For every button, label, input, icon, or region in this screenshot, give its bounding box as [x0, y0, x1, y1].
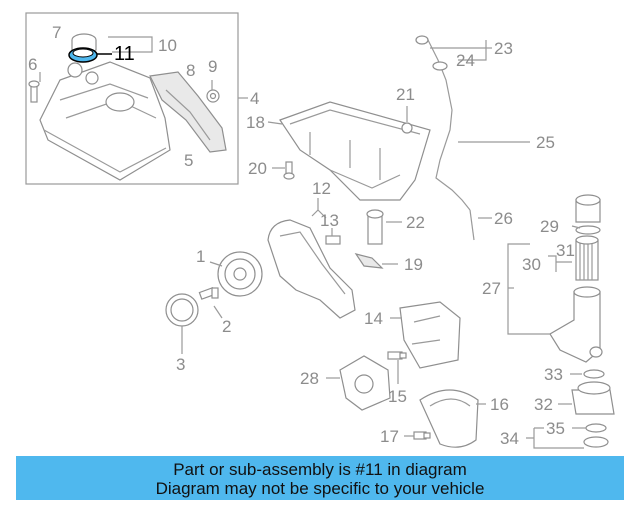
- seal-35: [585, 423, 607, 433]
- callout-22: 22: [406, 213, 425, 232]
- oil-filter-housing: [549, 286, 603, 363]
- banner-part-number-text: Part or sub-assembly is #11 in diagram: [173, 460, 467, 479]
- callout-20: 20: [248, 159, 267, 178]
- callout-34: 34: [500, 429, 519, 448]
- callout-14: 14: [364, 309, 383, 328]
- timing-belt-cover: [267, 219, 356, 319]
- cover-cap: [165, 293, 199, 327]
- filter-cap-29: [575, 194, 601, 235]
- callout-12: 12: [312, 179, 331, 198]
- crankshaft-pulley: [217, 251, 263, 297]
- callout-9: 9: [208, 57, 217, 76]
- cover-plate-28: [339, 355, 391, 411]
- callout-1: 1: [196, 247, 205, 266]
- callout-6: 6: [28, 55, 37, 74]
- pulley-bolt: [198, 287, 219, 300]
- callout-16: 16: [490, 395, 509, 414]
- grommet-9: [206, 89, 220, 103]
- bolt-17: [413, 431, 431, 440]
- banner-disclaimer-text: Diagram may not be specific to your vehi…: [155, 479, 485, 498]
- callout-35: 35: [546, 419, 565, 438]
- seal-19: [354, 253, 384, 269]
- callout-13: 13: [320, 211, 339, 230]
- callout-18: 18: [246, 113, 265, 132]
- filler-cap-seal-highlighted: [68, 47, 98, 63]
- callout-33: 33: [544, 365, 563, 384]
- callout-5: 5: [184, 151, 193, 170]
- diagram-notice-banner: Part or sub-assembly is #11 in diagram D…: [16, 456, 624, 500]
- drain-plug-21: [401, 122, 413, 134]
- callout-labels: 1 2 3 4 5 6 7 8 9 10 11 12 13 14 15 16 1…: [28, 23, 575, 448]
- seal-34: [583, 436, 609, 448]
- bolt-15: [387, 351, 407, 360]
- callout-21: 21: [396, 85, 415, 104]
- callout-7: 7: [52, 23, 61, 42]
- callout-10: 10: [158, 36, 177, 55]
- callout-17: 17: [380, 427, 399, 446]
- callout-8: 8: [186, 61, 195, 80]
- bolt-6: [28, 80, 40, 103]
- callout-25: 25: [536, 133, 555, 152]
- oil-cooler-32: [571, 381, 615, 415]
- seal-33: [583, 369, 605, 379]
- callout-2: 2: [222, 317, 231, 336]
- bracket-14: [399, 301, 461, 369]
- callout-11: 11: [114, 43, 135, 65]
- callout-23: 23: [494, 39, 513, 58]
- heat-shield-16: [419, 389, 479, 448]
- callout-27: 27: [482, 279, 501, 298]
- callout-31: 31: [556, 241, 575, 260]
- dipstick-tube: [415, 35, 475, 241]
- oil-pump-22: [366, 209, 384, 245]
- callout-24: 24: [456, 51, 475, 70]
- bolt-20: [283, 161, 295, 180]
- callout-15: 15: [388, 387, 407, 406]
- oil-filter-element: [575, 235, 599, 281]
- sensor-13: [325, 235, 341, 245]
- callout-19: 19: [404, 255, 423, 274]
- callout-30: 30: [522, 255, 541, 274]
- callout-28: 28: [300, 369, 319, 388]
- callout-4: 4: [250, 89, 259, 108]
- callout-32: 32: [534, 395, 553, 414]
- callout-26: 26: [494, 209, 513, 228]
- callout-3: 3: [176, 355, 185, 374]
- oil-pan: [279, 101, 431, 201]
- valve-cover: [39, 61, 171, 181]
- callout-29: 29: [540, 217, 559, 236]
